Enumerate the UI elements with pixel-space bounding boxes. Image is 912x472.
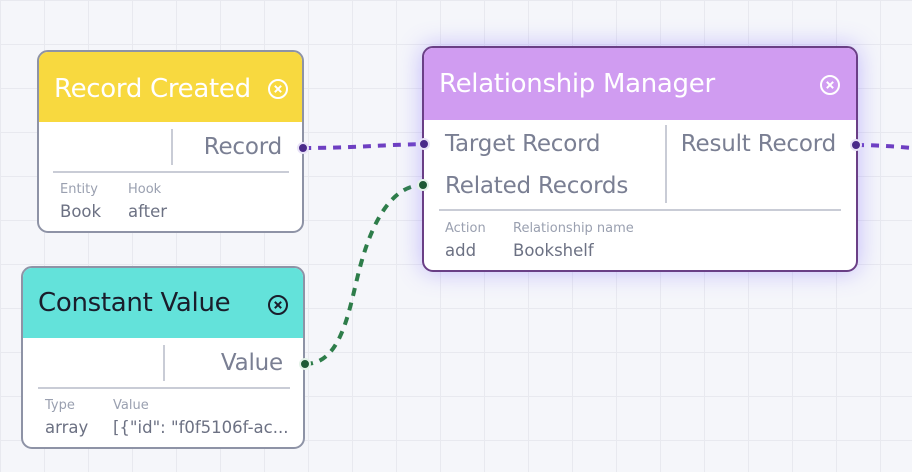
meta-key-relationship-name: Relationship name <box>513 221 634 236</box>
meta-value-relationship-name: Bookshelf <box>513 241 594 260</box>
meta-divider <box>38 387 290 389</box>
node-title: Relationship Manager <box>439 69 715 99</box>
output-handle-value[interactable] <box>299 358 311 370</box>
input-label-related-records: Related Records <box>445 173 629 199</box>
port-divider <box>171 129 173 165</box>
close-icon[interactable] <box>268 295 288 315</box>
meta-value-entity: Book <box>60 202 102 221</box>
record-created-node[interactable]: Record Created Record Entity Book Hook a… <box>37 50 304 233</box>
node-title: Record Created <box>54 74 251 104</box>
meta-value-hook: after <box>128 202 168 221</box>
edge-value-to-related[interactable] <box>304 183 424 366</box>
output-handle-record[interactable] <box>297 142 309 154</box>
output-handle-result-record[interactable] <box>850 139 862 151</box>
input-label-target-record: Target Record <box>445 131 601 157</box>
output-label-record: Record <box>203 134 282 160</box>
meta-divider <box>439 209 841 211</box>
constant-value-node[interactable]: Constant Value Value Type array Value [{… <box>21 266 305 449</box>
close-icon[interactable] <box>268 79 288 99</box>
input-handle-target-record[interactable] <box>418 138 430 150</box>
port-divider <box>163 345 165 381</box>
meta-key-type: Type <box>45 398 75 413</box>
input-handle-related-records[interactable] <box>417 179 429 191</box>
edge-result-to-next[interactable] <box>855 143 912 150</box>
meta-divider <box>53 171 289 173</box>
relationship-manager-header[interactable]: Relationship Manager <box>424 48 856 120</box>
meta-key-action: Action <box>445 221 486 236</box>
meta-key-value: Value <box>113 398 149 413</box>
port-divider <box>665 125 667 203</box>
close-icon[interactable] <box>820 75 840 95</box>
record-created-header[interactable]: Record Created <box>39 52 302 122</box>
output-label-value: Value <box>220 350 283 376</box>
relationship-manager-node[interactable]: Relationship Manager Target Record Relat… <box>422 46 858 272</box>
output-label-result-record: Result Record <box>680 131 836 157</box>
meta-key-hook: Hook <box>128 182 162 197</box>
node-title: Constant Value <box>38 288 231 318</box>
meta-key-entity: Entity <box>60 182 98 197</box>
edge-record-to-target[interactable] <box>302 142 425 150</box>
meta-value-type: array <box>45 418 89 437</box>
meta-value-action: add <box>445 241 477 260</box>
constant-value-header[interactable]: Constant Value <box>23 268 303 338</box>
meta-value-value: [{"id": "f0f5106f-ac... <box>113 418 289 437</box>
